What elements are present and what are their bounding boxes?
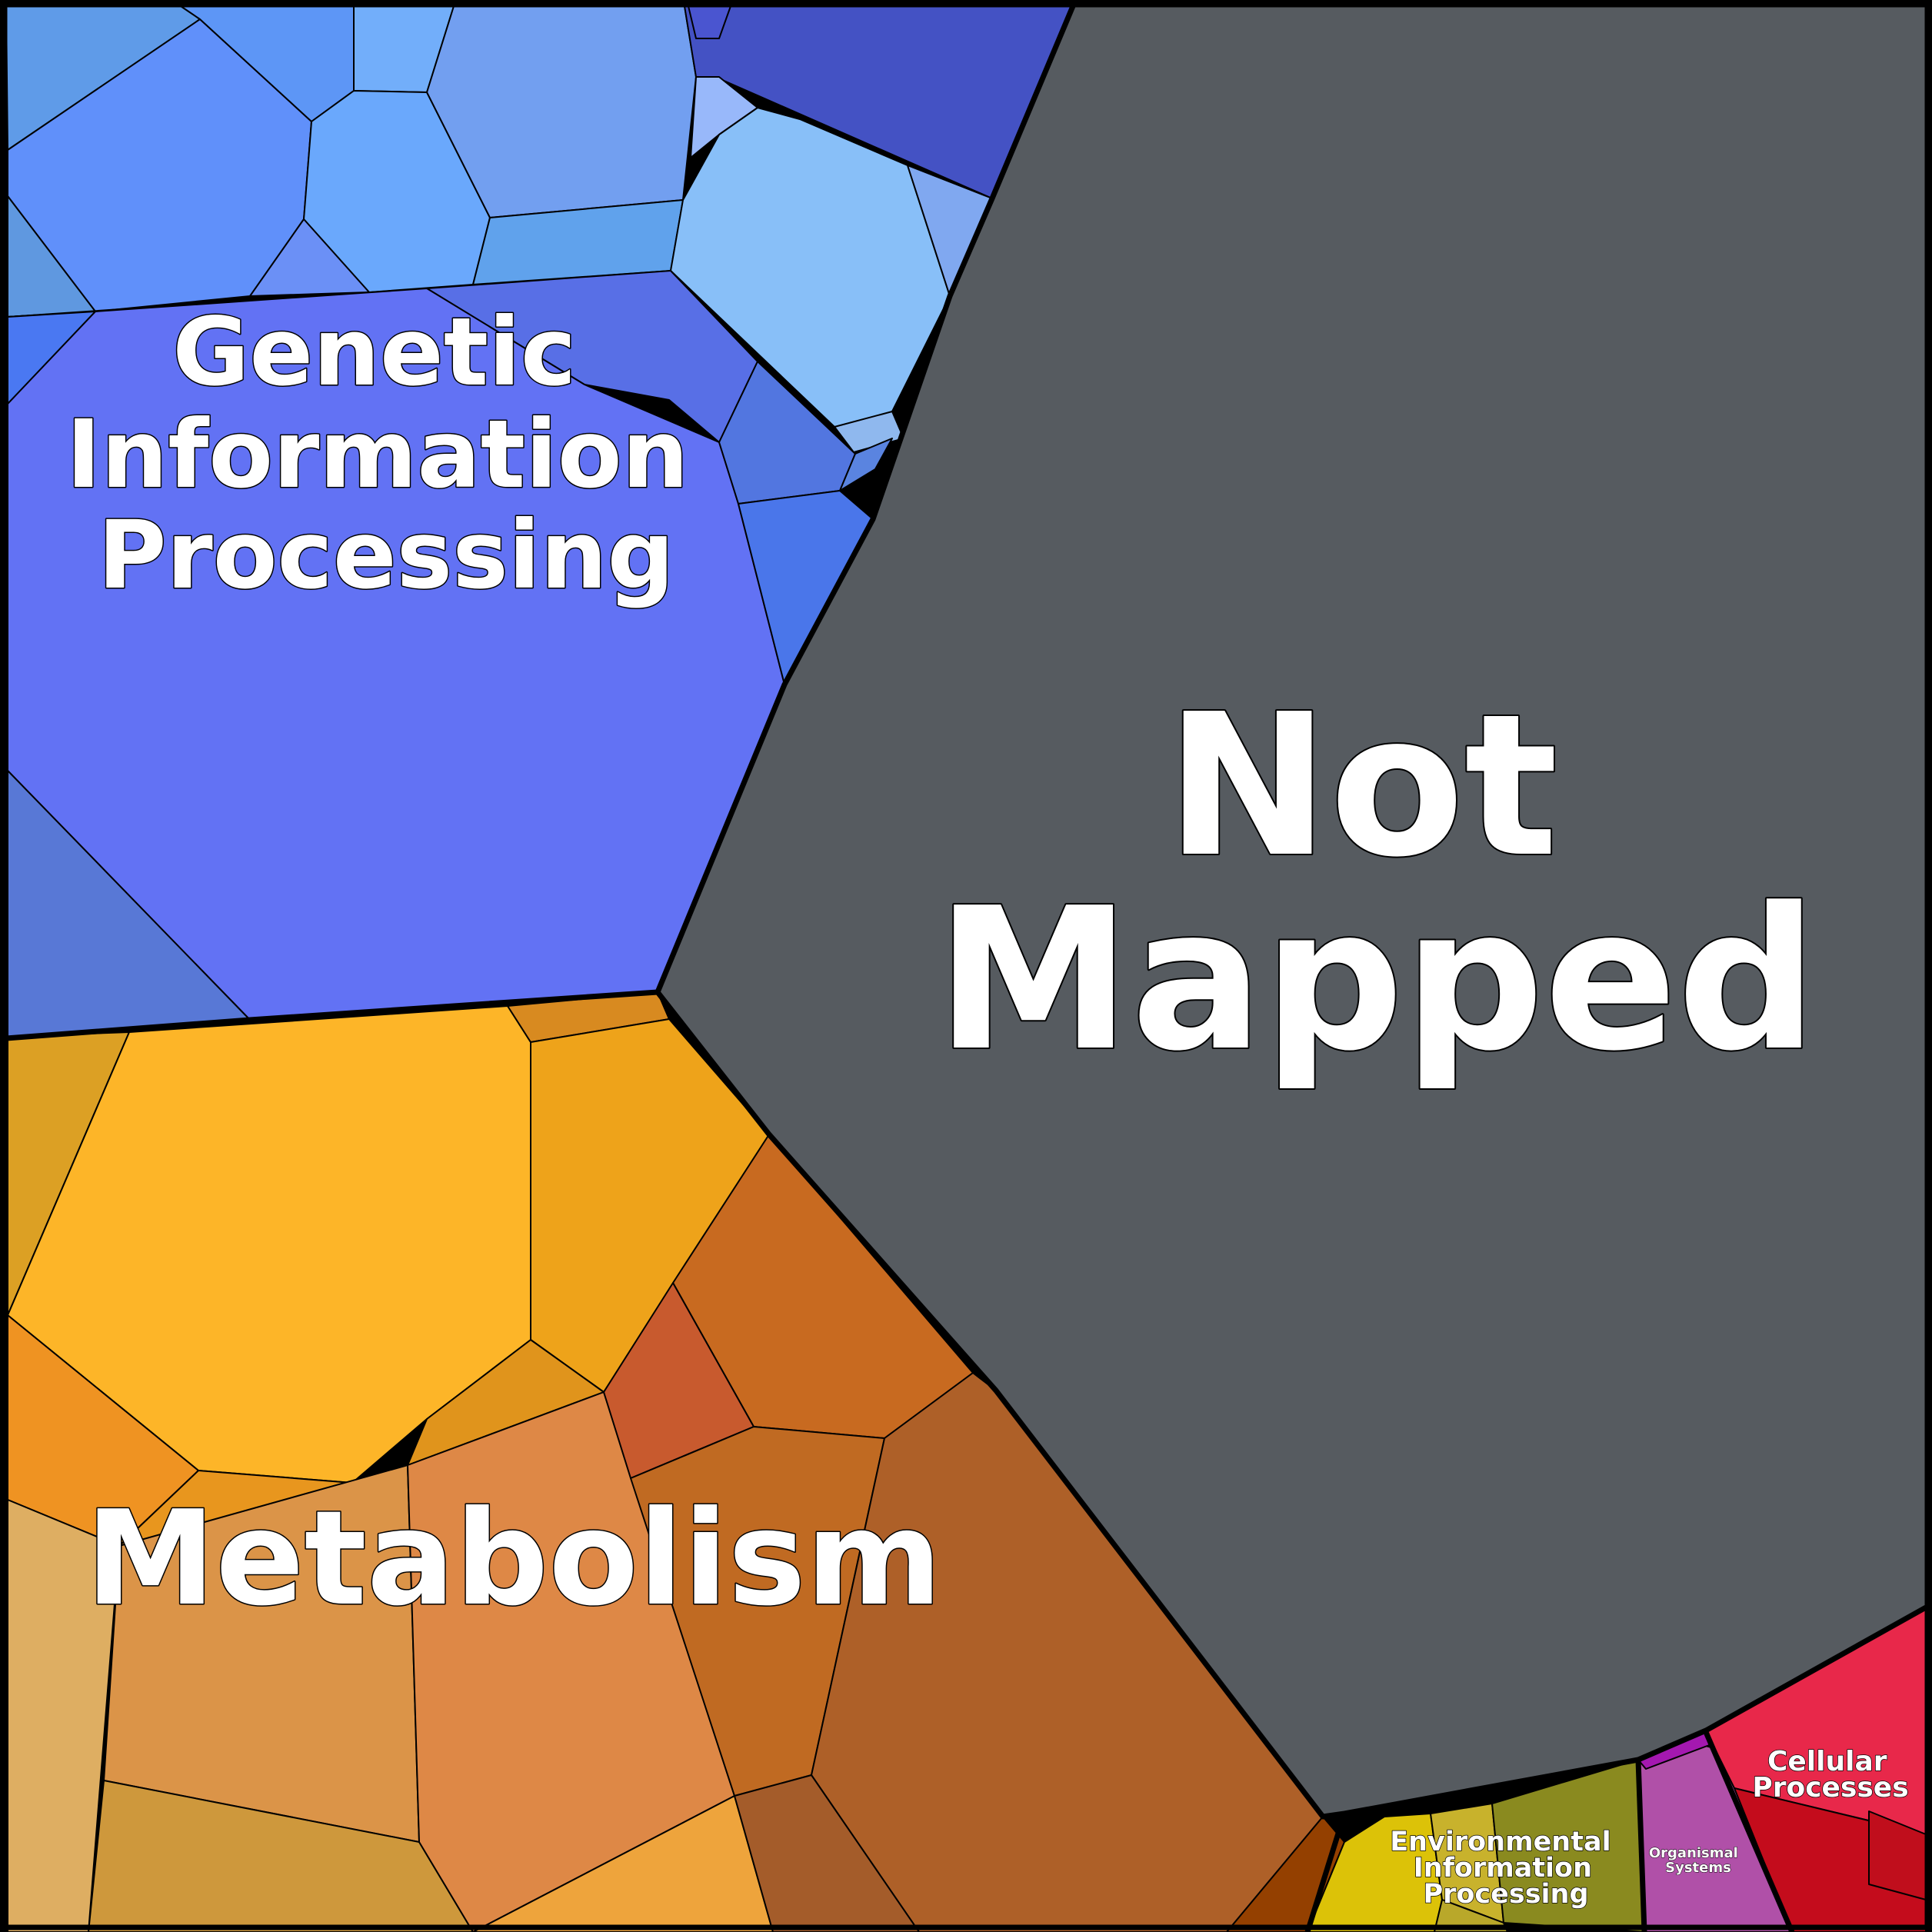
region-metabolism[interactable] — [7, 991, 1345, 1932]
boundary-organismal-cellular — [1703, 1730, 1795, 1932]
boundary-genetic-metabolism — [5, 989, 658, 1041]
boundary-genetic-notmapped — [655, 5, 1076, 994]
region-genetic-information-processing[interactable] — [5, 5, 1074, 1038]
cell-genetic-16 — [7, 311, 96, 405]
label-environmental-information-processing: Environmental Information Processing — [1390, 1827, 1621, 1910]
cell-metabolism-16 — [734, 1774, 920, 1932]
cell-genetic-20 — [839, 438, 893, 491]
label-metabolism: Metabolism — [85, 1483, 942, 1635]
boundary-metabolism-notmapped — [655, 990, 1927, 1820]
region-environmental-information-processing[interactable] — [1307, 1759, 1645, 1932]
cell-metabolism-7 — [7, 1499, 120, 1932]
cell-metabolism-9 — [88, 1780, 474, 1932]
cell-environmental-3 — [1434, 1899, 1508, 1932]
boundary-environmental-organismal — [1635, 1759, 1647, 1932]
cell-environmental-2 — [1491, 1759, 1645, 1932]
region-cellular-processes[interactable] — [1705, 1607, 1927, 1932]
label-cellular-processes: Cellular Processes — [1752, 1746, 1908, 1804]
boundary-metabolism-environmental — [1304, 1812, 1347, 1932]
label-genetic-information-processing: Genetic Information Processing — [66, 298, 721, 610]
label-organismal-systems: Organismal Systems — [1649, 1845, 1743, 1876]
cell-genetic-7 — [249, 218, 370, 297]
labels: Not Mapped Genetic Information Processin… — [65, 297, 1909, 1910]
label-not-mapped: Not Mapped — [936, 672, 1817, 1094]
